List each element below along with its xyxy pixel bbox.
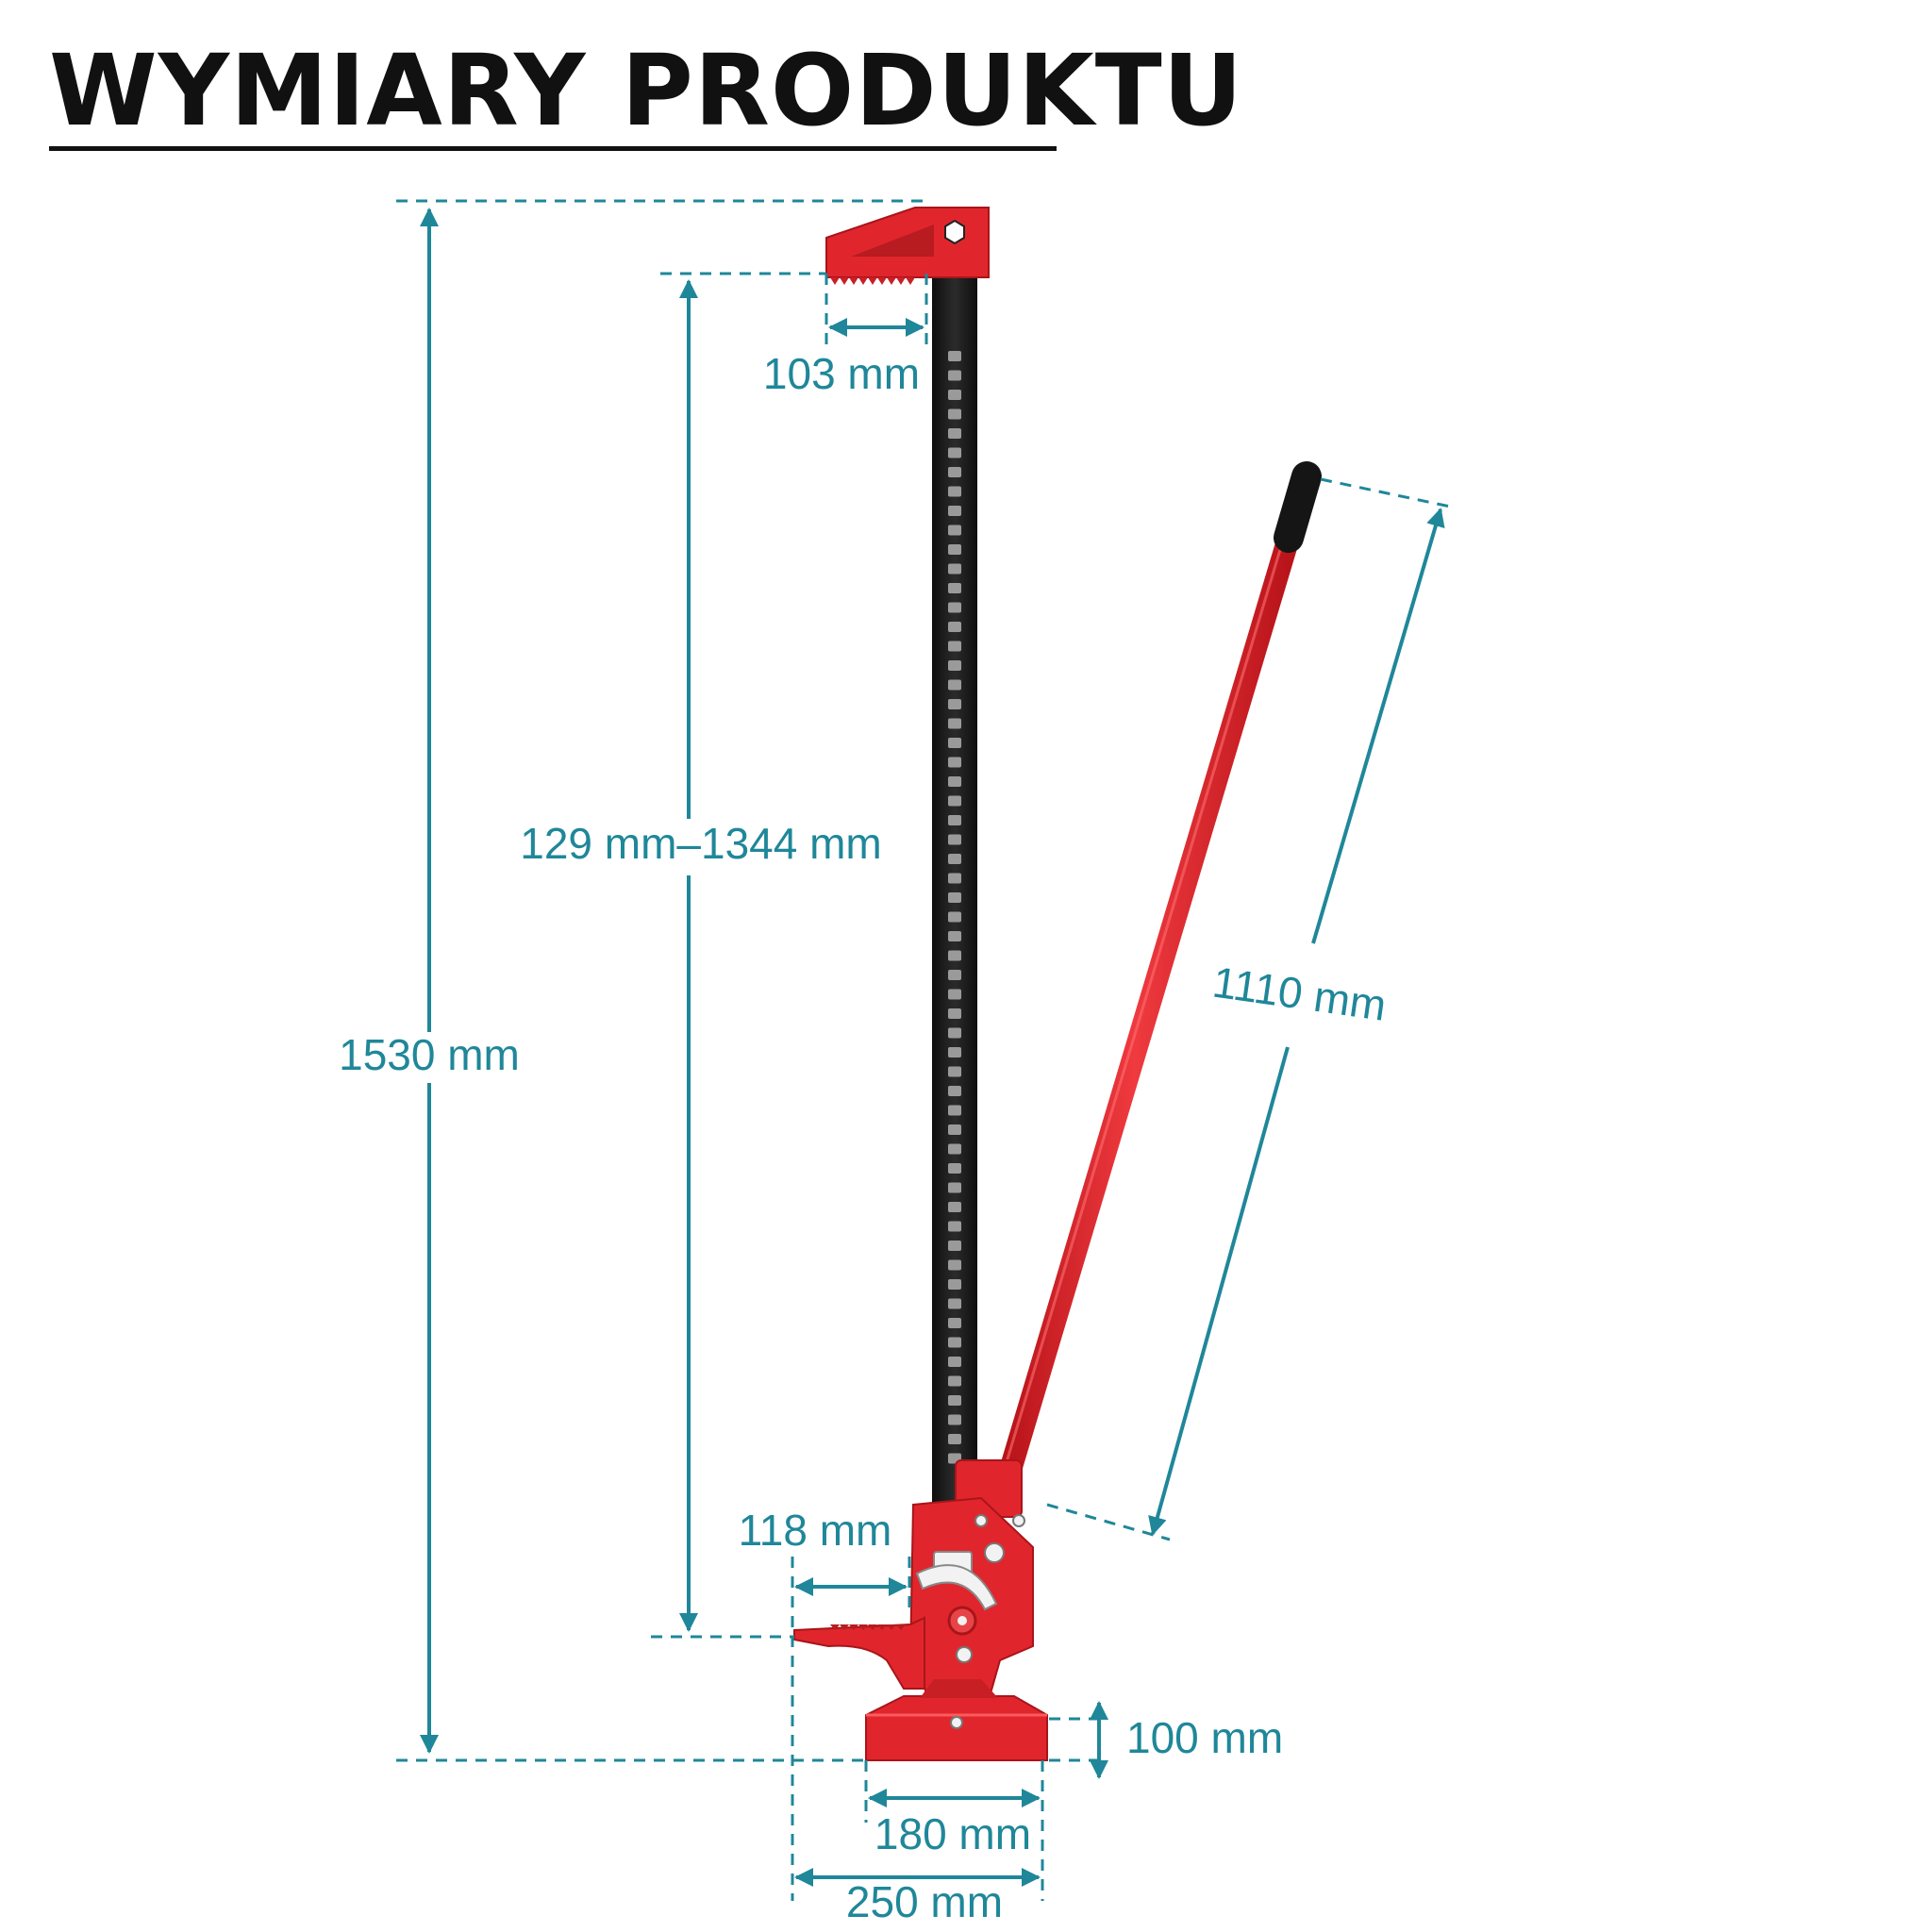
top-nose: [825, 207, 990, 285]
rack-hole: [948, 525, 961, 536]
rack-hole: [948, 911, 961, 923]
rack-hole: [948, 1182, 961, 1193]
rack-hole: [948, 660, 961, 671]
rack-hole: [948, 390, 961, 400]
rack-hole: [948, 718, 961, 729]
rack-hole: [948, 1357, 961, 1367]
rack-hole: [948, 428, 961, 439]
rack-hole: [948, 1221, 961, 1232]
rack-hole: [948, 1298, 961, 1309]
rack-hole: [948, 486, 961, 497]
rack-hole: [948, 1008, 961, 1019]
rack-hole: [948, 563, 961, 575]
rack-hole: [948, 1395, 961, 1406]
rack-hole: [948, 795, 961, 807]
rack-hole: [948, 931, 961, 941]
rack-hole: [948, 738, 961, 748]
rack-hole: [948, 1124, 961, 1135]
label-handle-length: 1110 mm: [1209, 958, 1389, 1030]
rack-hole: [948, 1318, 961, 1328]
rack-hole: [948, 815, 961, 825]
rack-hole: [948, 1337, 961, 1348]
label-total-height: 1530 mm: [339, 1030, 520, 1079]
handle: [997, 461, 1322, 1488]
label-top-nose: 103 mm: [763, 349, 920, 398]
bottom-nose: [793, 1616, 925, 1690]
rack-hole: [948, 467, 961, 477]
dim-line-handle-lower: [1148, 1046, 1290, 1536]
rack-hole: [948, 679, 961, 691]
dimension-annotations: [396, 199, 1456, 1901]
label-lift-range: 129 mm–1344 mm: [520, 819, 882, 868]
rack-hole: [948, 1375, 961, 1387]
rack-hole: [948, 1086, 961, 1096]
rack-hole: [948, 873, 961, 884]
handle-grip: [1274, 461, 1322, 553]
label-bottom-nose: 118 mm: [739, 1506, 892, 1555]
rack-hole: [948, 776, 961, 787]
rack-hole: [948, 970, 961, 980]
release-lever: [915, 1564, 998, 1611]
rack-hole: [948, 1241, 961, 1251]
page-title: WYMIARY PRODUKTU: [49, 33, 1244, 148]
title-underline: [49, 146, 1057, 151]
rack-hole: [948, 506, 961, 516]
rack-hole: [948, 544, 961, 555]
jack-illustration: [793, 207, 1322, 1761]
rack-hole: [948, 834, 961, 845]
rack-hole: [948, 1414, 961, 1425]
base-plate: [865, 1679, 1048, 1761]
rack-hole: [948, 408, 961, 420]
label-base-height: 100 mm: [1126, 1713, 1283, 1762]
rack-hole: [948, 622, 961, 632]
rack-hole: [948, 950, 961, 961]
rack-hole: [948, 757, 961, 768]
rack-hole: [948, 1143, 961, 1155]
label-total-width: 250 mm: [846, 1877, 1003, 1926]
rack-hole: [948, 447, 961, 458]
rack-hole: [948, 1066, 961, 1077]
dim-line-handle: [1311, 508, 1445, 944]
rack-hole: [948, 989, 961, 1000]
rack-hole: [948, 1259, 961, 1271]
rack-hole: [948, 351, 961, 361]
rack-hole: [948, 1105, 961, 1116]
rack-hole: [948, 641, 961, 652]
rack-hole: [948, 370, 961, 381]
dimension-labels: 1530 mm 129 mm–1344 mm 103 mm 1110 mm 11…: [339, 349, 1390, 1926]
rack-bar: [932, 274, 977, 1717]
rack-hole: [948, 583, 961, 593]
rack-hole: [948, 699, 961, 709]
rack-hole: [948, 1202, 961, 1212]
rack-hole: [948, 892, 961, 903]
rack-hole: [948, 1027, 961, 1039]
rack-hole: [948, 854, 961, 864]
hex-bolt-icon: [944, 219, 965, 245]
lifting-mechanism: [908, 1459, 1034, 1727]
rack-hole: [948, 1279, 961, 1290]
label-base-width: 180 mm: [874, 1809, 1031, 1858]
rack-hole: [948, 1047, 961, 1058]
rack-hole: [948, 1434, 961, 1444]
rack-hole: [948, 602, 961, 613]
rack-hole: [948, 1163, 961, 1174]
